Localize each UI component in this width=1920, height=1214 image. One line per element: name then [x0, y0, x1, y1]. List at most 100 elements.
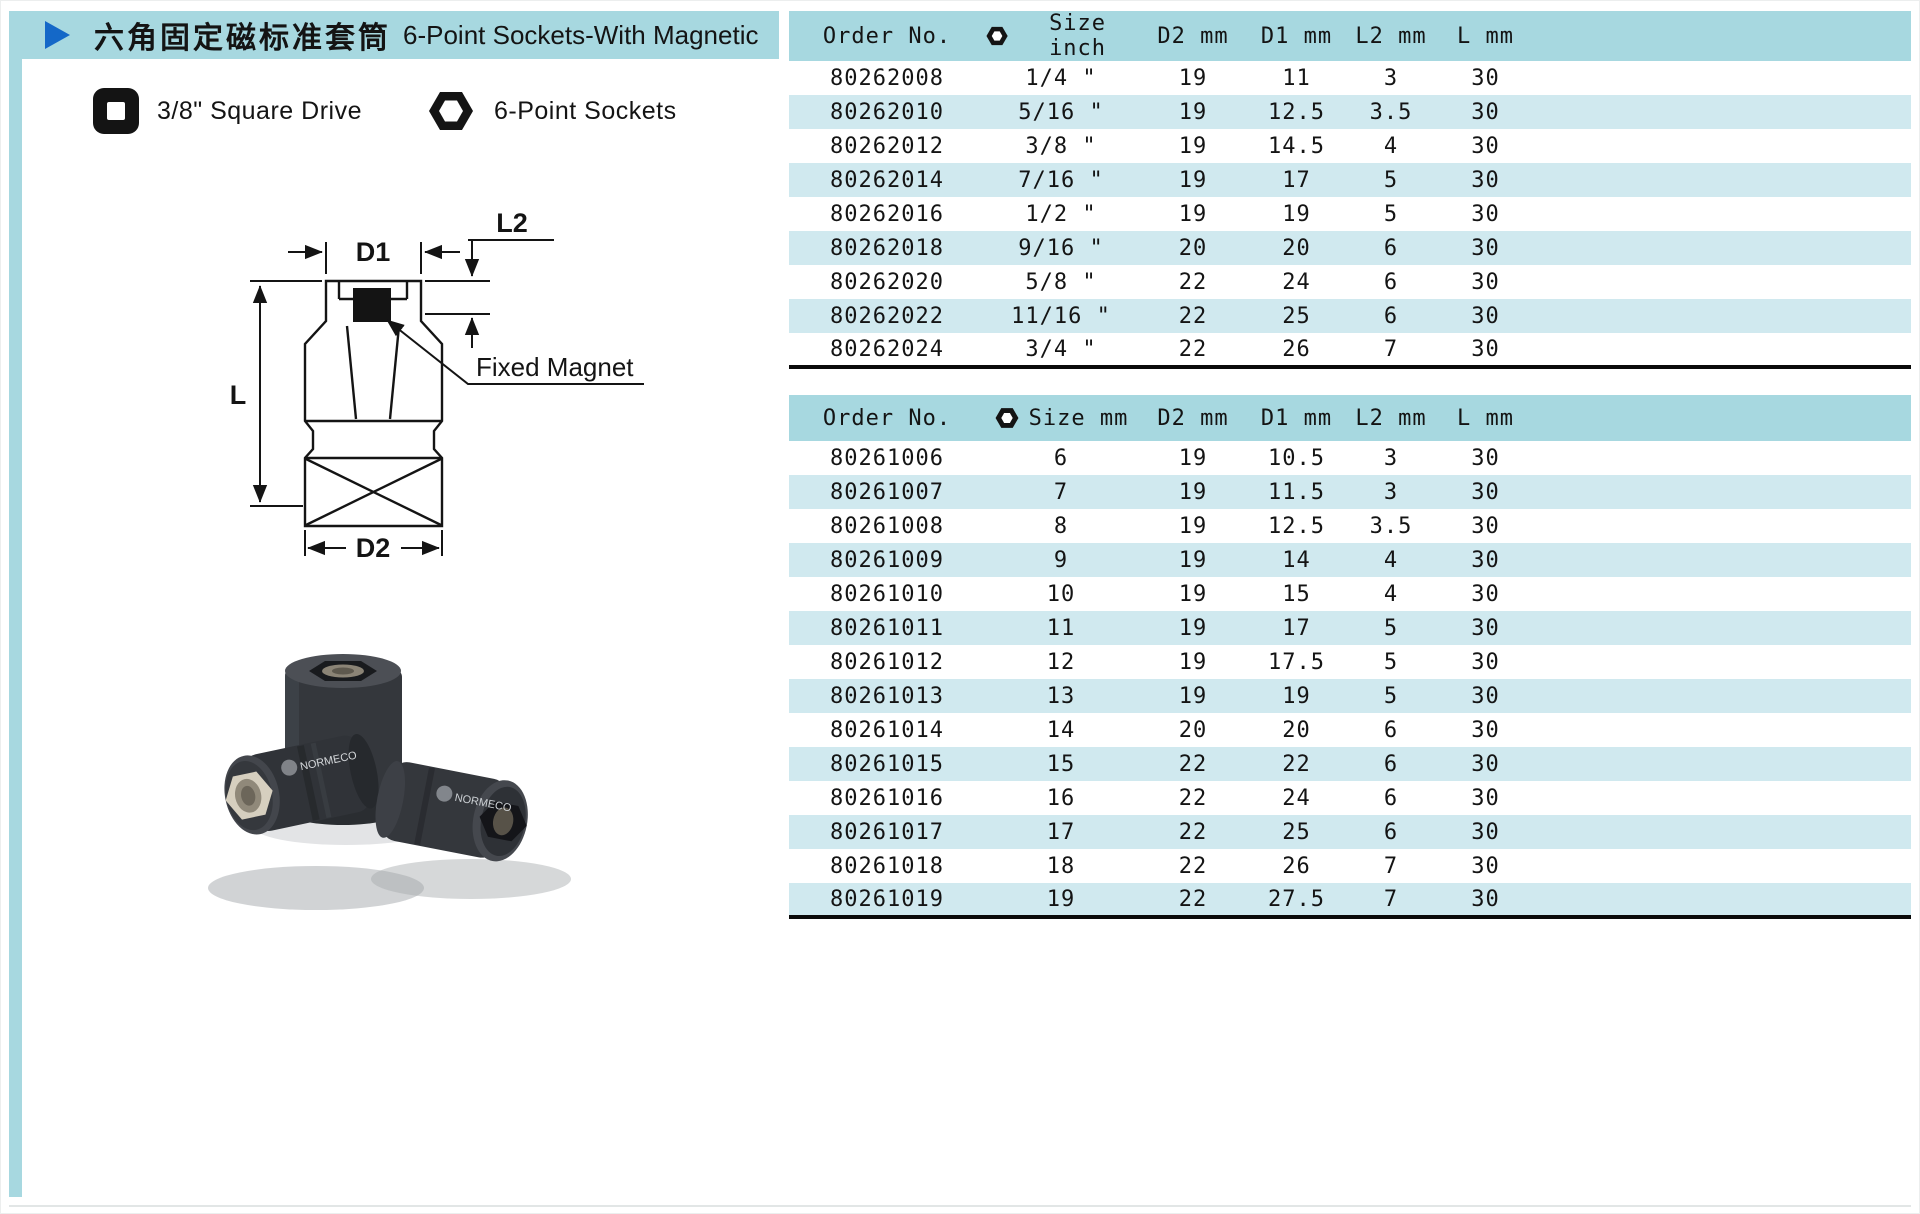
- spec-table-mm: Order No. Size mm D2 mm D1 mm L2 mm: [789, 395, 1911, 919]
- dim-d2-label: D2: [356, 533, 391, 561]
- table-cell: 30: [1471, 615, 1500, 641]
- product-photo: NORMECO NORMECO: [208, 654, 571, 910]
- table-cell: 27.5: [1268, 886, 1325, 912]
- col-l2: L2 mm: [1344, 11, 1438, 61]
- table-cell: [1533, 849, 1911, 883]
- col-size-inch: Size inch: [985, 11, 1137, 61]
- table-cell: 14: [1046, 717, 1076, 743]
- table-cell: 11/16 ": [1011, 303, 1111, 329]
- table-cell: 17: [1282, 615, 1311, 641]
- table-cell: 30: [1471, 785, 1500, 811]
- col-d2: D2 mm: [1137, 11, 1249, 61]
- table-cell: 17: [1282, 167, 1311, 193]
- table-cell: 9: [1053, 547, 1069, 573]
- table-cell: 4: [1383, 133, 1399, 159]
- table-cell: 19: [1178, 99, 1208, 125]
- table-cell: [1533, 747, 1911, 781]
- table-cell: 20: [1178, 717, 1208, 743]
- table-cell: 30: [1471, 751, 1500, 777]
- table-cell: 80261006: [830, 445, 944, 471]
- header-banner: 六角固定磁标准套筒 6-Point Sockets-With Magnetic: [9, 11, 779, 59]
- table-cell: [1533, 611, 1911, 645]
- table-cell: 80261008: [830, 513, 944, 539]
- table-cell: 80262018: [830, 235, 944, 261]
- table-cell: 22: [1178, 269, 1208, 295]
- table-cell: 5: [1383, 615, 1399, 641]
- hex-icon: [986, 26, 1008, 46]
- spec-tables: Order No. Size inch D2 mm D1 mm L2 mm: [789, 11, 1911, 919]
- table-cell: 80262012: [830, 133, 944, 159]
- table-cell: [1533, 265, 1911, 299]
- col-filler: [1533, 11, 1911, 61]
- table-cell: [1533, 299, 1911, 333]
- table-cell: 7/16 ": [1018, 167, 1104, 193]
- table-cell: 19: [1178, 513, 1208, 539]
- table-cell: [1533, 61, 1911, 95]
- table-cell: 3.5: [1369, 513, 1413, 539]
- table-cell: 22: [1178, 819, 1208, 845]
- table-cell: 30: [1471, 853, 1500, 879]
- table-cell: 8: [1053, 513, 1069, 539]
- table-cell: 3: [1383, 65, 1399, 91]
- table-cell: 15: [1046, 751, 1076, 777]
- table-cell: 6: [1383, 751, 1399, 777]
- table-cell: [1533, 333, 1911, 367]
- table-cell: 7: [1383, 886, 1399, 912]
- dim-l-label: L: [230, 380, 247, 410]
- table-cell: 30: [1471, 683, 1500, 709]
- col-d2: D2 mm: [1137, 395, 1249, 441]
- table-cell: 80262008: [830, 65, 944, 91]
- magnet-square: [353, 288, 391, 322]
- table-cell: 22: [1178, 886, 1208, 912]
- table-cell: 22: [1178, 336, 1208, 362]
- table-cell: 19: [1282, 201, 1311, 227]
- dimension-lines: [250, 239, 644, 556]
- table-header-row: Order No. Size mm D2 mm D1 mm L2 mm: [789, 395, 1911, 441]
- col-l: L mm: [1438, 395, 1533, 441]
- page-bottom-rule: [9, 1205, 1911, 1207]
- table-cell: 1/2 ": [1025, 201, 1097, 227]
- table-cell: 22: [1282, 751, 1311, 777]
- table-cell: 7: [1053, 479, 1069, 505]
- table-cell: [1533, 231, 1911, 265]
- table-cell: 18: [1046, 853, 1076, 879]
- hex-socket-icon: [428, 92, 473, 130]
- table-cell: [1533, 129, 1911, 163]
- table-cell: 19: [1178, 615, 1208, 641]
- table-cell: 11: [1046, 615, 1076, 641]
- col-size-label: Size mm: [1028, 405, 1129, 431]
- table-cell: 80261017: [830, 819, 944, 845]
- table-cell: 14.5: [1268, 133, 1325, 159]
- table-cell: 12: [1046, 649, 1076, 675]
- table-cell: 10.5: [1268, 445, 1325, 471]
- table-cell: 30: [1471, 65, 1500, 91]
- table-cell: 17: [1046, 819, 1076, 845]
- table-cell: [1533, 577, 1911, 611]
- hex-socket-label: 6-Point Sockets: [493, 96, 677, 125]
- table-cell: 24: [1282, 269, 1311, 295]
- table-cell: 5: [1383, 167, 1399, 193]
- table-cell: 19: [1178, 167, 1208, 193]
- col-size-mm: Size mm: [985, 395, 1137, 441]
- table-cell: 6: [1053, 445, 1069, 471]
- page-title-en: 6-Point Sockets-With Magnetic: [403, 19, 759, 50]
- dimension-diagram: D1 L2 L D2 Fixed Magnet: [230, 208, 644, 561]
- table-cell: 6: [1383, 303, 1399, 329]
- table-cell: 30: [1471, 581, 1500, 607]
- table-cell: 6: [1383, 785, 1399, 811]
- socket-outline: [303, 279, 444, 528]
- table-cell: 80261019: [830, 886, 944, 912]
- table-cell: 12.5: [1268, 513, 1325, 539]
- dim-l2-label: L2: [496, 208, 528, 238]
- col-d1: D1 mm: [1249, 11, 1344, 61]
- hex-icon: [995, 408, 1019, 428]
